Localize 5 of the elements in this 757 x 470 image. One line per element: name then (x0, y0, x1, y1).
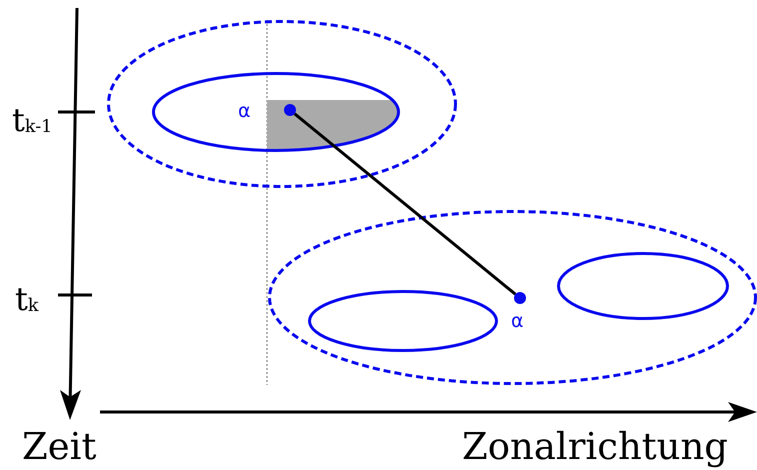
point-label: α (238, 102, 251, 121)
connector-line (294, 112, 516, 296)
axis-label: Zonalrichtung (462, 428, 728, 465)
axis-label: Zeit (22, 428, 96, 465)
point-label: α (511, 312, 524, 331)
